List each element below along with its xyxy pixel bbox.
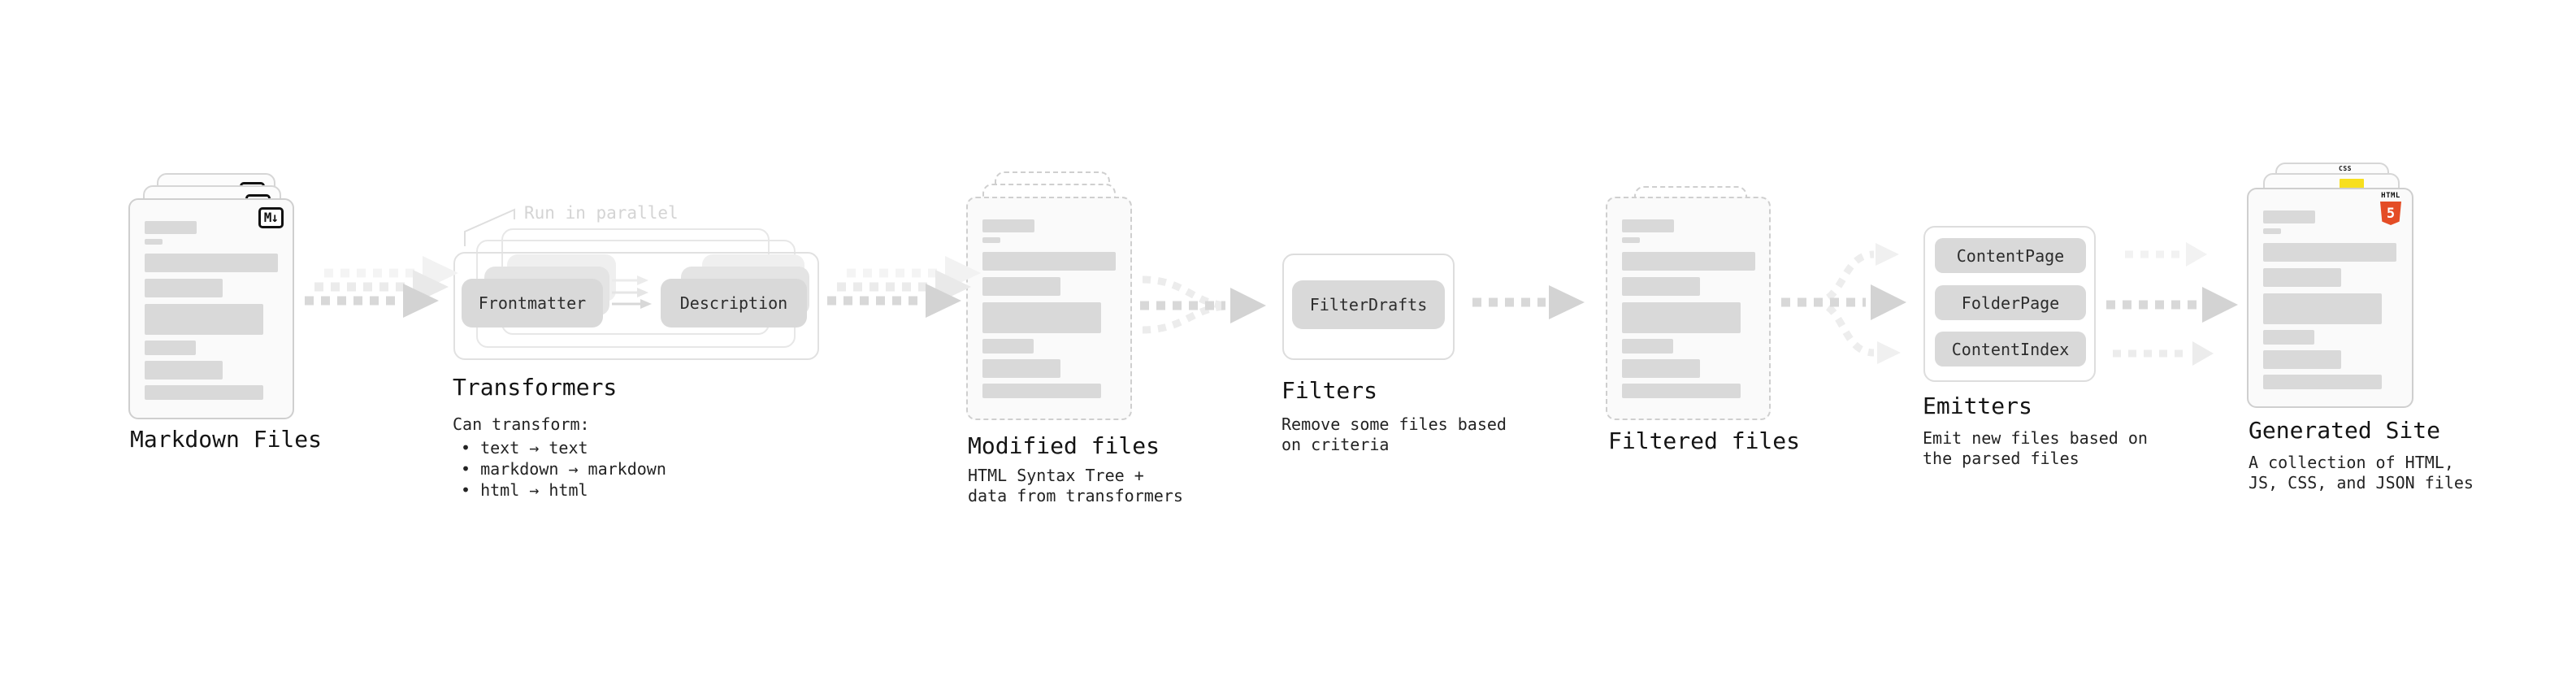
filter-drafts-pill: FilterDrafts	[1292, 280, 1445, 329]
modified-file-card-front	[966, 197, 1132, 420]
file-content-placeholder	[1607, 198, 1769, 398]
caption-line: the parsed files	[1923, 449, 2079, 468]
generated-file-card-front: HTML 5	[2247, 188, 2413, 408]
transformer-run-box-front	[453, 252, 819, 360]
modified-files-caption: HTML Syntax Tree + data from transformer…	[968, 466, 1183, 506]
stage-title-filters: Filters	[1281, 377, 1378, 404]
generated-site-caption: A collection of HTML, JS, CSS, and JSON …	[2249, 453, 2474, 493]
caption-bullet: • text → text	[461, 438, 588, 458]
javascript-icon	[2340, 179, 2364, 189]
caption-line: Can transform:	[453, 414, 590, 434]
stage-title-modified-files: Modified files	[968, 432, 1160, 459]
stage-title-markdown-files: Markdown Files	[130, 426, 323, 453]
caption-bullet: • html → html	[461, 480, 588, 500]
filtered-file-card-front	[1606, 197, 1771, 420]
emitters-caption: Emit new files based on the parsed files	[1923, 428, 2148, 469]
emitter-content-page-pill: ContentPage	[1935, 238, 2086, 273]
arrow-markdown-to-transformers	[305, 256, 458, 318]
emitter-folder-page-pill: FolderPage	[1935, 285, 2086, 320]
caption-line: on criteria	[1281, 435, 1390, 454]
run-in-parallel-annotation: Run in parallel	[524, 203, 679, 223]
arrow-filtered-to-emitters	[1781, 243, 1906, 364]
html5-icon: HTML 5	[2379, 193, 2402, 225]
stage-title-emitters: Emitters	[1923, 393, 2032, 419]
filters-caption: Remove some files based on criteria	[1281, 414, 1507, 455]
transformers-caption: Can transform: • text → text • markdown …	[453, 414, 666, 501]
emitter-content-index-pill: ContentIndex	[1935, 332, 2086, 367]
caption-line: Remove some files based	[1281, 414, 1507, 434]
stage-title-filtered-files: Filtered files	[1608, 427, 1801, 454]
caption-line: JS, CSS, and JSON files	[2249, 473, 2474, 492]
file-content-placeholder	[2249, 189, 2412, 389]
stage-title-generated-site: Generated Site	[2249, 417, 2441, 444]
caption-bullet: • markdown → markdown	[461, 459, 666, 479]
file-content-placeholder	[968, 198, 1130, 398]
arrow-filters-to-filtered	[1472, 285, 1585, 319]
transformer-frontmatter-pill: Frontmatter	[462, 279, 603, 327]
arrow-modified-to-filters	[1140, 275, 1266, 334]
caption-line: data from transformers	[968, 486, 1183, 505]
arrow-emitters-to-generated	[2106, 242, 2238, 366]
arrow-transformers-to-modified	[827, 256, 981, 318]
file-content-placeholder	[130, 200, 293, 400]
caption-line: Emit new files based on	[1923, 428, 2148, 448]
transformer-description-pill: Description	[661, 279, 807, 327]
stage-title-transformers: Transformers	[453, 374, 618, 401]
markdown-icon: M↓	[258, 207, 284, 228]
caption-line: HTML Syntax Tree +	[968, 466, 1144, 485]
caption-line: A collection of HTML,	[2249, 453, 2454, 472]
markdown-file-card-front: M↓	[128, 198, 294, 419]
